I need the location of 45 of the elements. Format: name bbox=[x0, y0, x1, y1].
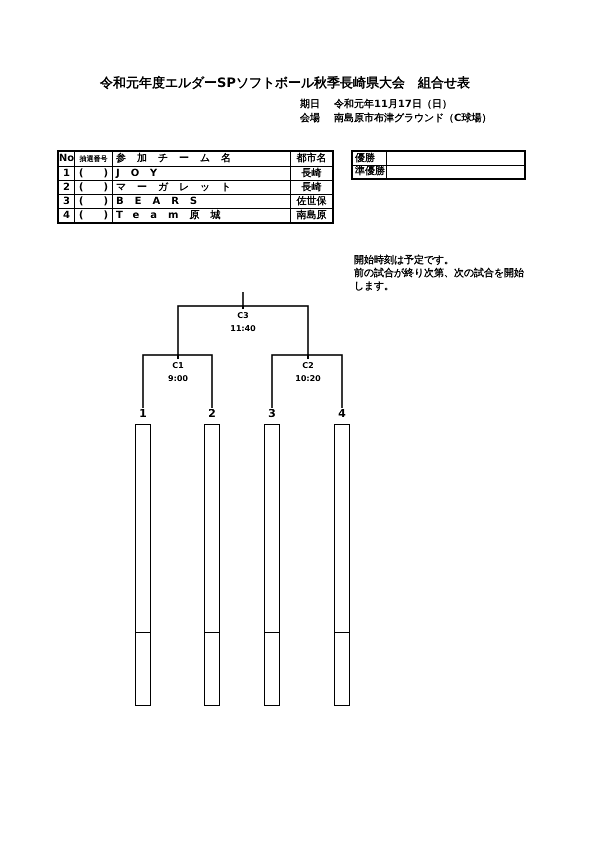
note-text: 開始時刻は予定です。 bbox=[354, 254, 455, 267]
team-name: BEARS bbox=[116, 196, 208, 206]
bracket-line bbox=[242, 292, 244, 309]
match-code: C1 bbox=[172, 360, 184, 372]
team-name: マーガレット bbox=[116, 182, 242, 192]
city-name: 佐世保 bbox=[296, 196, 326, 206]
lottery-number-field: ( ) bbox=[78, 182, 108, 192]
header-text: 都市名 bbox=[296, 154, 326, 164]
lottery-number-field: ( ) bbox=[78, 168, 108, 178]
bracket-line bbox=[242, 305, 309, 359]
header-text: 参加チーム名 bbox=[116, 154, 242, 164]
bracket-line bbox=[177, 305, 244, 359]
place-label: 優勝 bbox=[355, 154, 375, 164]
team-name: JOY bbox=[116, 168, 168, 178]
bracket-line bbox=[177, 354, 213, 408]
bracket-line bbox=[142, 354, 179, 408]
lottery-number-field: ( ) bbox=[78, 196, 108, 206]
date-value: 令和元年11月17日（日） bbox=[334, 98, 452, 112]
row-number: 4 bbox=[63, 210, 70, 220]
venue-label: 会場 bbox=[300, 112, 320, 126]
match-code: C3 bbox=[237, 310, 249, 322]
bracket-line bbox=[271, 354, 309, 408]
row-number: 3 bbox=[63, 196, 70, 206]
row-number: 1 bbox=[63, 168, 70, 178]
place-label: 準優勝 bbox=[355, 167, 385, 177]
note-text: 前の試合が終り次第、次の試合を開始します。 bbox=[354, 267, 524, 293]
lottery-number-field: ( ) bbox=[78, 210, 108, 220]
city-name: 長崎 bbox=[302, 168, 322, 178]
title: 令和元年度エルダーSPソフトボール秋季長崎県大会 組合せ表 bbox=[100, 77, 471, 90]
team-name: Team原城 bbox=[116, 210, 232, 220]
slot-number: 2 bbox=[208, 408, 216, 422]
slot-number: 1 bbox=[139, 408, 147, 422]
city-name: 南島原 bbox=[296, 210, 326, 220]
bracket-line bbox=[307, 354, 343, 408]
match-time: 10:20 bbox=[295, 373, 321, 385]
header-text: No bbox=[58, 154, 74, 164]
venue-value: 南島原市布津グラウンド（C球場） bbox=[334, 112, 492, 126]
date-label: 期日 bbox=[300, 98, 320, 112]
match-code: C2 bbox=[302, 360, 314, 372]
match-time: 11:40 bbox=[230, 323, 256, 335]
match-time: 9:00 bbox=[168, 373, 188, 385]
city-name: 長崎 bbox=[302, 182, 322, 192]
row-number: 2 bbox=[63, 182, 70, 192]
slot-number: 3 bbox=[268, 408, 276, 422]
slot-number: 4 bbox=[338, 408, 346, 422]
